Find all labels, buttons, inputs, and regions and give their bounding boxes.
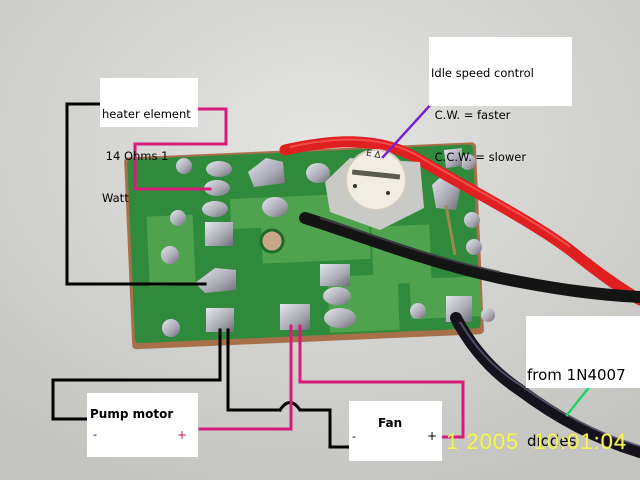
heater-label-line: 14 Ohms 1	[102, 149, 169, 163]
solder-blob	[444, 148, 462, 168]
potentiometer-dot	[386, 191, 390, 195]
crossover-jump	[277, 401, 351, 449]
potentiometer-dot	[353, 184, 357, 188]
solder-pad	[205, 222, 233, 246]
solder-pad	[176, 158, 192, 174]
potentiometer-knob	[345, 149, 407, 211]
diodes-label-line: from 1N4007	[527, 366, 626, 384]
idle-speed-label: Idle speed control C.W. = faster C.C.W. …	[429, 37, 572, 164]
heater-black-line	[65, 102, 207, 286]
solder-pad	[170, 210, 186, 226]
pump-motor-label: Pump motor - +	[87, 393, 198, 457]
solder-pad	[323, 287, 351, 305]
trimmer-potentiometer: E ∆	[325, 149, 424, 230]
diodes-label-line: diodes	[527, 432, 577, 450]
pump-ground-line	[226, 328, 282, 412]
fan-label: Fan - +	[349, 401, 442, 461]
heater-element-label: heater element 14 Ohms 1 Watt	[100, 78, 198, 205]
solder-pad	[162, 319, 180, 337]
heater-label-line: Watt	[102, 191, 129, 205]
solder-pad	[320, 264, 350, 286]
red-wire	[279, 136, 640, 306]
potentiometer-slot	[351, 169, 401, 180]
heater-label-line: heater element	[102, 107, 191, 121]
heater-magenta-line	[133, 107, 228, 191]
idle-pointer-line	[381, 100, 435, 159]
solder-pad	[202, 201, 228, 217]
pump-motor-title: Pump motor	[90, 407, 174, 421]
solder-pad	[206, 308, 234, 332]
fan-title: Fan	[378, 416, 403, 430]
solder-pad	[481, 308, 495, 322]
fan-plus-line	[298, 324, 465, 439]
solder-pad	[161, 246, 179, 264]
black-wire-highlight	[319, 217, 501, 273]
idle-label-line: Idle speed control	[431, 66, 534, 80]
solder-pad	[324, 308, 356, 328]
camera-timestamp: 1 2005 10:01:04	[446, 429, 628, 454]
black-wire	[299, 212, 640, 303]
solder-pad	[204, 180, 230, 196]
mounting-hole	[259, 228, 285, 254]
solder-pad	[460, 154, 476, 170]
potentiometer-marking: E ∆	[365, 149, 382, 162]
solder-pad	[280, 304, 310, 330]
solder-blob	[248, 158, 285, 187]
solder-pad	[466, 239, 482, 255]
idle-label-line: C.C.W. = slower	[431, 150, 527, 164]
fan-minus-terminal: -	[352, 430, 356, 443]
diode-black-wire-highlight	[459, 321, 640, 447]
diodes-label: from 1N4007 diodes	[526, 316, 640, 450]
component-lead	[444, 204, 457, 256]
pump-plus-terminal: +	[177, 428, 188, 442]
pump-plus-line	[198, 324, 293, 431]
diode-black-wire	[450, 312, 640, 458]
solder-pad	[262, 197, 288, 217]
pump-minus-line	[51, 328, 222, 421]
solder-pad	[410, 303, 426, 319]
fan-plus-terminal: +	[427, 429, 438, 443]
pump-minus-terminal: -	[93, 428, 97, 441]
solder-pad	[306, 163, 330, 183]
solder-blob	[195, 268, 236, 293]
solder-pad	[206, 161, 232, 177]
solder-pad	[464, 212, 480, 228]
red-wire-highlight	[289, 138, 571, 248]
idle-label-line: C.W. = faster	[431, 108, 511, 122]
